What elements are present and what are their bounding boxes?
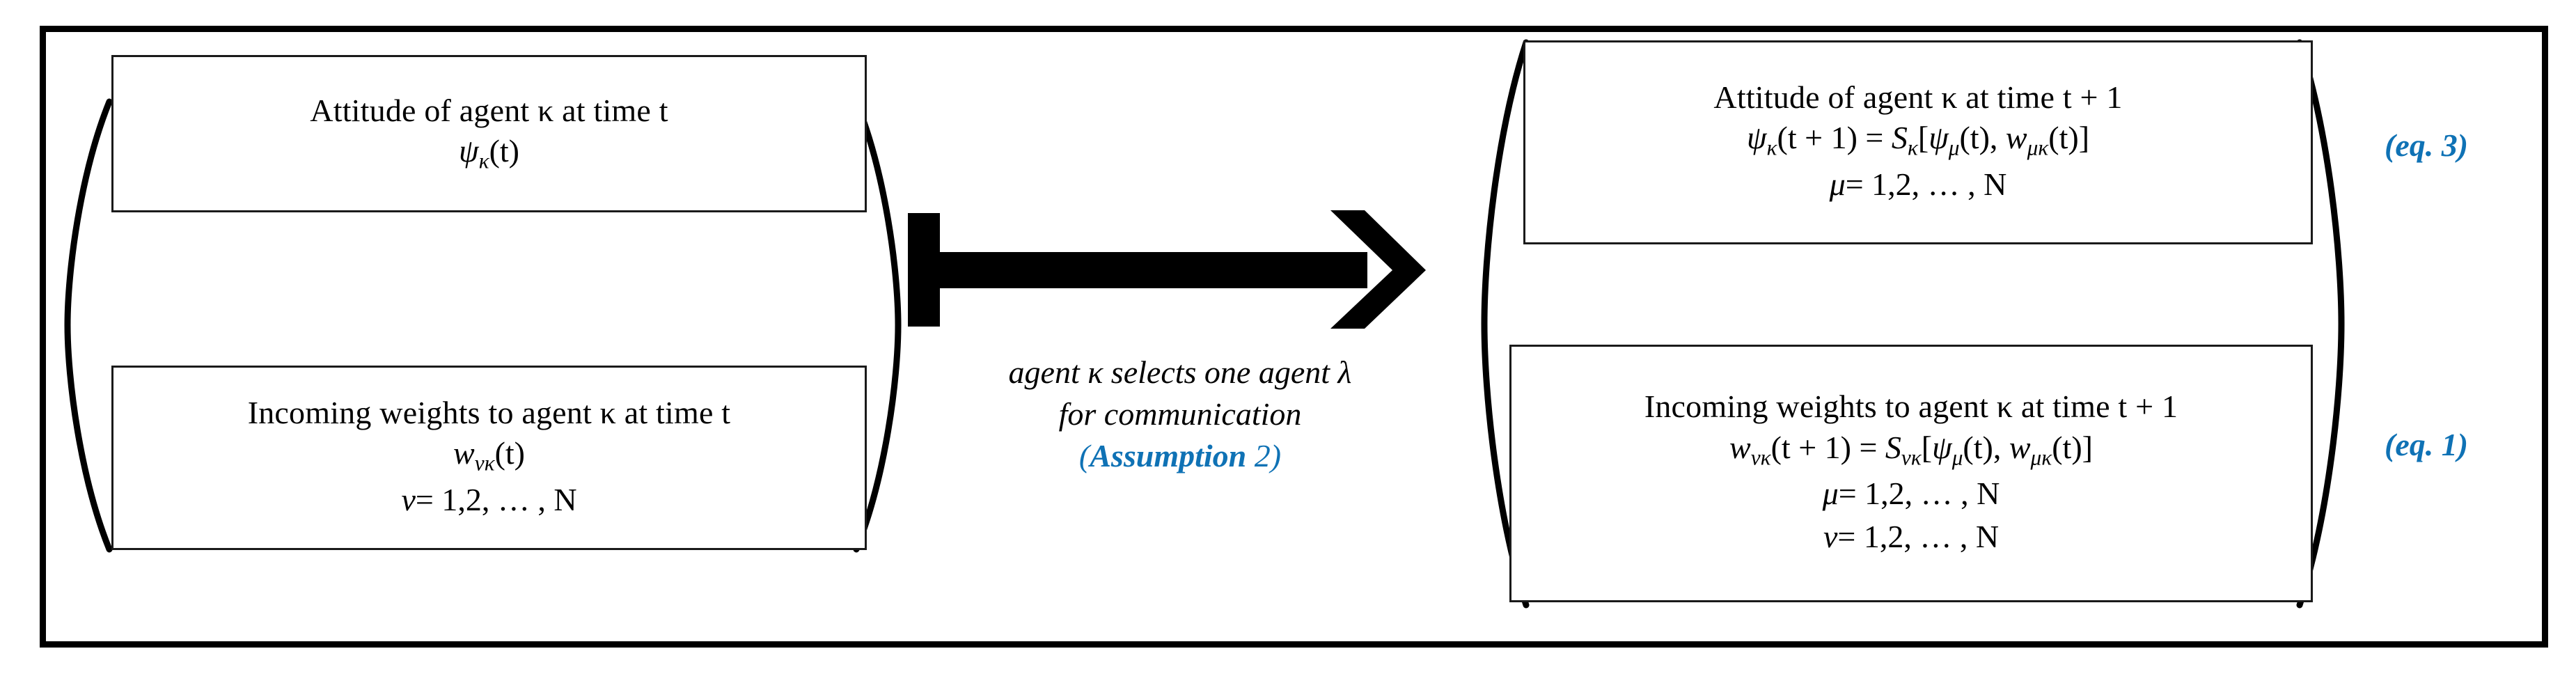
eq1-text: eq.	[2395, 427, 2434, 462]
S-symbol: S	[1885, 429, 1901, 465]
right-weights-index-mu: μ= 1,2, … , N	[1823, 472, 2000, 515]
w-lhs-symbol: w	[1729, 429, 1751, 465]
right-weights-box: Incoming weights to agent κ at time t + …	[1509, 345, 2313, 602]
mu-symbol: μ	[1829, 166, 1846, 202]
psi-arg-argument: (t)	[1963, 429, 1993, 465]
mu-values: = 1,2, … , N	[1838, 476, 2000, 512]
left-weights-title: Incoming weights to agent κ at time t	[247, 395, 731, 431]
bracket-close: ]	[2078, 120, 2090, 156]
eq3-text: eq.	[2395, 127, 2434, 163]
psi-arg-symbol: ψ	[1929, 120, 1949, 156]
right-attitude-index-mu: μ= 1,2, … , N	[1830, 163, 2007, 206]
nu-values: = 1,2, … , N	[415, 481, 577, 517]
right-weights-equation: wνκ(t + 1) = Sνκ[ψμ(t), wμκ(t)]	[1729, 426, 2093, 473]
w-subscript: νκ	[474, 450, 495, 476]
left-weights-symbol: wνκ(t)	[453, 432, 525, 478]
transition-caption: agent κ selects one agent λ for communic…	[905, 352, 1455, 476]
w-argument: (t)	[494, 435, 525, 471]
right-attitude-title: Attitude of agent κ at time t + 1	[1713, 79, 2123, 116]
left-weights-box: Incoming weights to agent κ at time t wν…	[111, 366, 867, 550]
equals-sign: =	[1857, 120, 1892, 156]
nu-symbol: ν	[1823, 519, 1838, 555]
caption-assumption-line: (Assumption 2)	[905, 435, 1455, 477]
right-weights-title: Incoming weights to agent κ at time t + …	[1644, 389, 2178, 425]
psi-subscript: κ	[478, 148, 489, 173]
psi-arg-subscript: μ	[1951, 445, 1963, 470]
right-weights-index-nu: ν= 1,2, … , N	[1823, 515, 1999, 558]
w-arg-symbol: w	[2005, 120, 2027, 156]
S-subscript: κ	[1907, 135, 1918, 160]
caption-line-1: agent κ selects one agent λ	[1008, 354, 1352, 390]
psi-lhs-argument: (t + 1)	[1777, 120, 1858, 156]
bracket-close: ]	[2082, 429, 2093, 465]
w-lhs-subscript: νκ	[1750, 445, 1771, 470]
psi-argument: (t)	[489, 132, 519, 168]
assumption-label: Assumption	[1090, 437, 1247, 473]
assumption-close-paren: )	[1270, 437, 1282, 473]
arg-comma: ,	[1993, 429, 2009, 465]
w-lhs-argument: (t + 1)	[1770, 429, 1851, 465]
psi-lhs-symbol: ψ	[1746, 120, 1767, 156]
left-attitude-box: Attitude of agent κ at time t ψκ(t)	[111, 55, 867, 212]
assumption-number: 2	[1246, 437, 1271, 473]
w-arg-argument: (t)	[2052, 429, 2082, 465]
assumption-open-paren: (	[1078, 437, 1090, 473]
caption-line-2: for communication	[1058, 395, 1302, 432]
equals-sign: =	[1851, 429, 1885, 465]
arg-comma: ,	[1989, 120, 2006, 156]
w-arg-subscript: μκ	[2027, 135, 2049, 160]
S-subscript: νκ	[1901, 445, 1922, 470]
psi-lhs-subscript: κ	[1766, 135, 1777, 160]
mu-symbol: μ	[1822, 476, 1839, 512]
mu-values: = 1,2, … , N	[1845, 166, 2007, 202]
bracket-open: [	[1917, 120, 1929, 156]
w-symbol: w	[453, 435, 475, 471]
psi-arg-subscript: μ	[1948, 135, 1960, 160]
w-arg-symbol: w	[2009, 429, 2031, 465]
left-attitude-symbol: ψκ(t)	[459, 130, 519, 176]
eq3-close-paren: )	[2457, 127, 2469, 163]
w-arg-argument: (t)	[2048, 120, 2079, 156]
bracket-open: [	[1921, 429, 1933, 465]
eq3-label: (eq. 3)	[2385, 127, 2468, 164]
eq1-open-paren: (	[2385, 427, 2396, 462]
S-symbol: S	[1891, 120, 1908, 156]
right-attitude-equation: ψκ(t + 1) = Sκ[ψμ(t), wμκ(t)]	[1747, 116, 2089, 163]
left-weights-index-range: ν= 1,2, … , N	[401, 478, 576, 522]
eq3-open-paren: (	[2385, 127, 2396, 163]
psi-symbol: ψ	[458, 132, 479, 168]
eq1-close-paren: )	[2457, 427, 2469, 462]
psi-arg-symbol: ψ	[1932, 429, 1952, 465]
eq1-number: 1	[2433, 427, 2458, 462]
w-arg-subscript: μκ	[2030, 445, 2052, 470]
nu-symbol: ν	[401, 481, 416, 517]
nu-values: = 1,2, … , N	[1837, 519, 2000, 555]
eq3-number: 3	[2433, 127, 2458, 163]
left-attitude-title: Attitude of agent κ at time t	[310, 92, 668, 128]
psi-arg-argument: (t)	[1959, 120, 1990, 156]
right-attitude-box: Attitude of agent κ at time t + 1 ψκ(t +…	[1523, 40, 2313, 244]
transition-arrow	[905, 209, 1462, 331]
eq1-label: (eq. 1)	[2385, 426, 2468, 463]
